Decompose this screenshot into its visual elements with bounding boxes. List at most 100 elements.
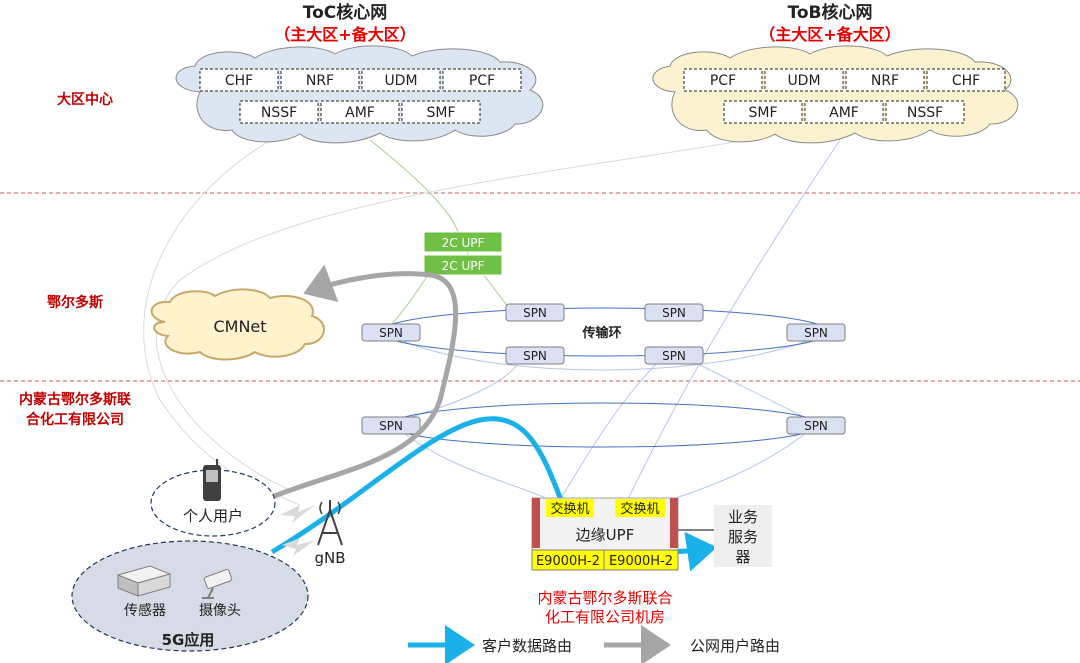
- personal-user-label: 个人用户: [183, 507, 243, 525]
- spn-label-3: SPN: [804, 326, 828, 340]
- tob-title: ToB核心网: [788, 2, 873, 23]
- region-label-company-line1: 内蒙古鄂尔多斯联: [19, 391, 132, 408]
- toc-cloud: [175, 45, 544, 144]
- server-label-line3: 器: [735, 548, 750, 566]
- upf-label-2: 2C UPF: [442, 259, 485, 273]
- camera-icon: [202, 568, 233, 599]
- spn-node-1: [505, 303, 565, 322]
- tob-nf-r1-box-3: [926, 68, 1006, 92]
- spn-node-2: [644, 303, 704, 322]
- spn-label-1: SPN: [523, 306, 547, 320]
- tob-subtitle: （主大区+备大区）: [759, 25, 900, 44]
- region-label-center: 大区中心: [57, 91, 113, 108]
- server-label-line1: 业务: [728, 508, 758, 526]
- sensor-icon: [116, 565, 172, 597]
- spn-node-7: [786, 416, 846, 435]
- toc-nf-r1-label-2: UDM: [384, 73, 417, 89]
- spn-label-4: SPN: [523, 349, 547, 363]
- mobile-phone-icon: [203, 459, 221, 501]
- cmnet-label: CMNet: [213, 317, 266, 336]
- transport-ring-label: 传输环: [581, 325, 621, 341]
- spn-node-0: [361, 323, 421, 342]
- spn-nodes: SPN SPN SPN SPN SPN SPN SPN SPN: [361, 303, 846, 435]
- device-right-label: E9000H-2: [609, 554, 673, 569]
- 5g-app-group: 传感器 摄像头 5G应用: [71, 540, 309, 652]
- cmnet-cloud: [150, 288, 325, 361]
- toc-nf-r1-box-3: [442, 68, 522, 92]
- 5g-app-ellipse: [71, 540, 309, 652]
- cmnet-cloud-group: CMNet: [150, 288, 325, 361]
- spn-node-6: [361, 416, 421, 435]
- background-links: [143, 124, 841, 506]
- toc-nf-r1-box-2: [361, 68, 441, 92]
- room-label-line2: 化工有限公司机房: [545, 608, 665, 626]
- tob-nf-r1-box-1: [764, 68, 844, 92]
- room-label-line1: 内蒙古鄂尔多斯联合: [537, 589, 672, 607]
- spn-label-0: SPN: [379, 326, 403, 340]
- tob-nf-r2-label-2: NSSF: [907, 105, 943, 121]
- tob-nf-r2-box-1: [804, 100, 884, 124]
- toc-nf-r1-label-3: PCF: [469, 73, 495, 89]
- camera-label: 摄像头: [199, 603, 241, 619]
- toc-nf-r2-box-0: [239, 100, 319, 124]
- switch-right: [615, 499, 665, 517]
- rack-side-right: [670, 498, 678, 548]
- tob-nf-r1-box-2: [845, 68, 925, 92]
- toc-nf-r2-label-0: NSSF: [261, 105, 297, 121]
- toc-nf-r2-label-1: AMF: [345, 105, 375, 121]
- spn-label-7: SPN: [804, 419, 828, 433]
- tob-nf-r1-label-1: UDM: [787, 73, 820, 89]
- toc-nf-r1-box-0: [199, 68, 279, 92]
- rack-side-left: [532, 498, 540, 548]
- public-user-route: [271, 264, 459, 500]
- toc-nf-r2-label-2: SMF: [426, 105, 455, 121]
- personal-user-group: 个人用户: [150, 459, 276, 537]
- switch-left-label: 交换机: [550, 501, 589, 517]
- tob-nf-row2: SMF AMF NSSF: [723, 100, 965, 124]
- signal-waves-icon: [280, 505, 315, 556]
- 5g-app-label: 5G应用: [162, 631, 215, 649]
- toc-nf-r1-label-0: CHF: [225, 73, 253, 89]
- region-label-ordos: 鄂尔多斯: [47, 294, 103, 311]
- tob-nf-r2-box-2: [885, 100, 965, 124]
- legend-public-label: 公网用户路由: [690, 637, 780, 655]
- sensor-label: 传感器: [124, 602, 166, 619]
- tob-nf-r2-label-0: SMF: [748, 105, 777, 121]
- service-server: [714, 505, 772, 567]
- tob-cloud: [652, 45, 1019, 144]
- antenna-tower-icon: [317, 500, 343, 546]
- legend-customer-text: 客户数据路由: [482, 637, 572, 655]
- toc-subtitle: （主大区+备大区）: [274, 25, 415, 44]
- toc-title: ToC核心网: [303, 2, 388, 23]
- upf-box-1: [423, 231, 503, 253]
- toc-nf-r1-box-1: [280, 68, 360, 92]
- upf-label-1: 2C UPF: [442, 236, 485, 250]
- toc-nf-r2-box-2: [401, 100, 481, 124]
- tob-nf-r1-label-3: CHF: [952, 73, 980, 89]
- device-right: [603, 549, 679, 571]
- gnb-label: gNB: [314, 549, 345, 567]
- edge-upf-label: 边缘UPF: [576, 526, 635, 544]
- tob-nf-r1-box-0: [683, 68, 763, 92]
- toc-nf-r2-box-1: [320, 100, 400, 124]
- legend: 客户数据路由 公网用户路由: [408, 625, 780, 663]
- spn-label-2: SPN: [662, 306, 686, 320]
- spn-node-4: [505, 346, 565, 365]
- spn-node-3: [786, 323, 846, 342]
- tob-nf-r2-label-1: AMF: [829, 105, 859, 121]
- toc-nf-row2: NSSF AMF SMF: [239, 100, 481, 124]
- upf-stack: 2C UPF 2C UPF: [423, 231, 503, 276]
- switch-left: [546, 499, 594, 517]
- edge-site: 交换机 交换机 边缘UPF E9000H-2 E9000H-2 业务 服务 器 …: [531, 497, 772, 626]
- spn-label-5: SPN: [662, 349, 686, 363]
- region-label-company-line2: 合化工有限公司: [26, 411, 124, 428]
- tob-nf-r1-label-0: PCF: [710, 73, 736, 89]
- spn-label-6: SPN: [379, 419, 403, 433]
- legend-customer-label: 客户数据路由: [482, 637, 572, 655]
- gnb-group: gNB: [280, 500, 346, 567]
- tob-nf-r2-box-0: [723, 100, 803, 124]
